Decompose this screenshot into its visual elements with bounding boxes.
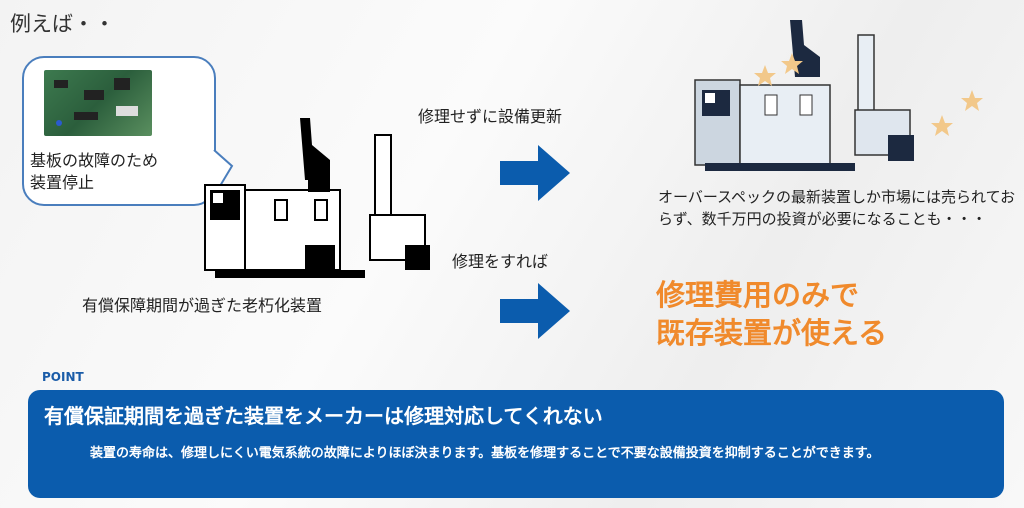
point-heading: POINT xyxy=(42,370,84,384)
arrow-right-icon xyxy=(500,283,570,339)
arrow-right-icon xyxy=(500,145,570,201)
old-machine-caption: 有償保障期間が過ぎた老朽化装置 xyxy=(82,296,323,315)
old-machine-image xyxy=(204,118,430,278)
repair-result-line2: 既存装置が使える xyxy=(656,316,888,350)
page-title: 例えば・・ xyxy=(10,12,115,36)
repair-option-label: 修理をすれば xyxy=(452,252,549,271)
bubble-text-line2: 装置停止 xyxy=(30,173,95,192)
repair-result-line1: 修理費用のみで xyxy=(656,278,860,312)
replace-option-label: 修理せずに設備更新 xyxy=(418,107,563,126)
point-panel: 有償保証期間を過ぎた装置をメーカーは修理対応してくれない 装置の寿命は、修理しに… xyxy=(28,390,1004,498)
point-title: 有償保証期間を過ぎた装置をメーカーは修理対応してくれない xyxy=(44,404,603,428)
replace-option-description: オーバースペックの最新装置しか市場には売られておらず、数千万円の投資が必要になる… xyxy=(658,188,1016,228)
point-body: 装置の寿命は、修理しにくい電気系統の故障によりほぼ決まります。基板を修理すること… xyxy=(90,446,880,461)
bubble-text-line1: 基板の故障のため xyxy=(30,151,159,170)
new-machine-image xyxy=(694,20,983,171)
circuit-board-image xyxy=(44,70,152,136)
